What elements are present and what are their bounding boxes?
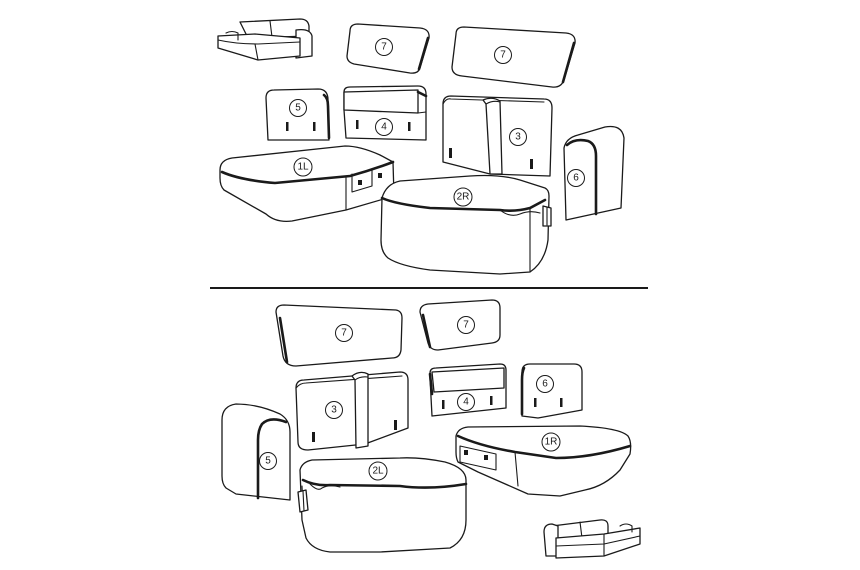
bottom-arm-back-cushion: 6: [520, 363, 583, 419]
top-right-armrest: 6: [563, 125, 625, 221]
bottom-thumbnail-sofa: [543, 519, 641, 559]
bottom-right-seat-base: 1R: [455, 425, 632, 497]
bottom-middle-back-label: 4: [463, 397, 469, 408]
top-arm-back-cushion: 5: [265, 88, 331, 141]
top-middle-back-label-circle: [375, 118, 393, 136]
top-arm-back-label: 5: [295, 103, 301, 114]
top-middle-back-label: 4: [381, 122, 387, 133]
bottom-back-cushion-large: 7: [275, 304, 403, 367]
top-left-seat-base: 1L: [219, 145, 395, 222]
bottom-back-large-label-circle: [335, 324, 353, 342]
bottom-left-armrest-label: 5: [265, 456, 271, 467]
bottom-left-seat-base: 2L: [297, 457, 468, 553]
bottom-corner-back-label-circle: [325, 401, 343, 419]
bottom-right-seat-label: 1R: [545, 437, 558, 448]
bottom-configuration: 7 7 3 4: [221, 299, 641, 559]
top-corner-back-label-circle: [509, 128, 527, 146]
top-left-seat-label-circle: [293, 157, 313, 177]
bottom-middle-back-panel: 4: [428, 363, 507, 417]
bottom-corner-back-panel: 3: [295, 371, 409, 451]
top-arm-back-label-circle: [289, 99, 307, 117]
bottom-back-small-label: 7: [463, 320, 469, 331]
top-thumbnail-sofa: [217, 18, 313, 61]
top-back-large-label: 7: [500, 50, 506, 61]
top-back-small-label: 7: [381, 42, 387, 53]
bottom-back-small-label-circle: [457, 316, 475, 334]
top-right-armrest-label-circle: [567, 169, 585, 187]
bottom-left-seat-label-circle: [368, 461, 388, 481]
bottom-back-cushion-small: 7: [419, 299, 501, 351]
top-left-seat-label: 1L: [297, 162, 309, 173]
top-back-large-label-circle: [494, 46, 512, 64]
top-right-seat-label: 2R: [457, 192, 470, 203]
bottom-left-seat-label: 2L: [372, 466, 384, 477]
bottom-right-seat-label-circle: [541, 432, 561, 452]
top-corner-back-panel: 3: [442, 95, 553, 177]
top-back-cushion-small: 7: [346, 23, 430, 74]
bottom-left-armrest-label-circle: [259, 452, 277, 470]
top-right-seat-label-circle: [453, 187, 473, 207]
bottom-corner-back-label: 3: [331, 405, 337, 416]
top-middle-back-panel: 4: [343, 85, 428, 141]
bottom-left-armrest: 5: [221, 403, 291, 501]
bottom-middle-back-label-circle: [457, 393, 475, 411]
top-configuration: 7 7 5 4: [217, 18, 625, 275]
top-right-armrest-label: 6: [573, 173, 579, 184]
bottom-arm-back-label: 6: [542, 379, 548, 390]
top-back-cushion-large: 7: [451, 26, 576, 88]
top-corner-back-label: 3: [515, 132, 521, 143]
bottom-back-large-label: 7: [341, 328, 347, 339]
top-right-seat-base: 2R: [380, 174, 552, 275]
bottom-arm-back-label-circle: [536, 375, 554, 393]
top-back-small-label-circle: [375, 38, 393, 56]
